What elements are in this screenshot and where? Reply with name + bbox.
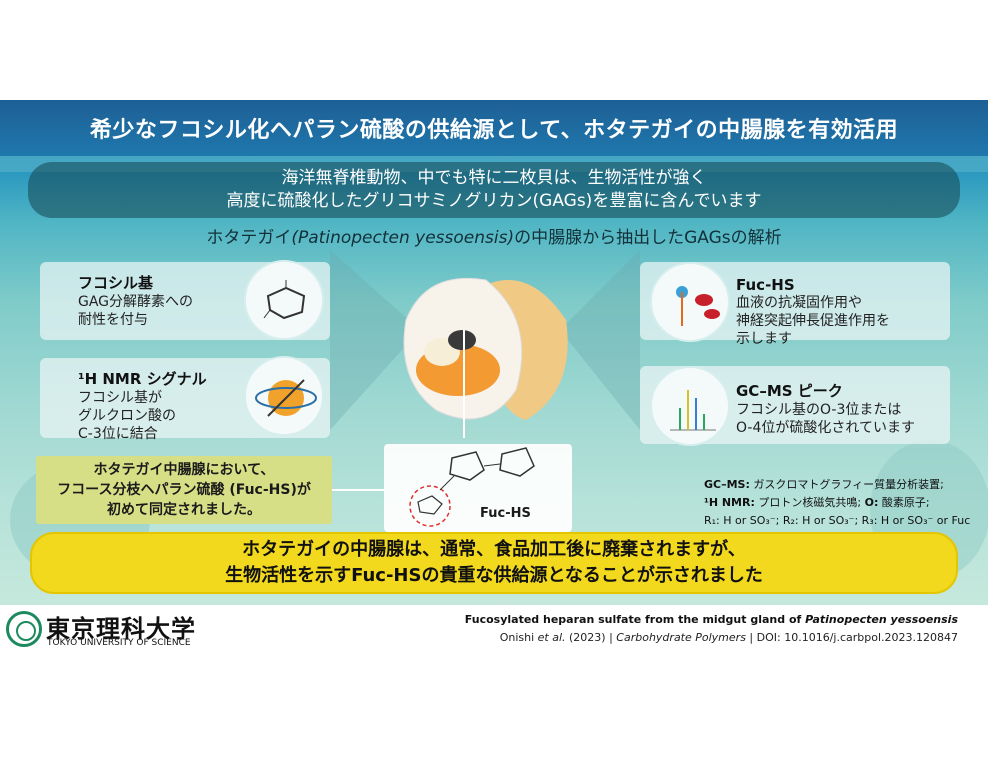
university-name-jp: 東京理科大学 [46, 615, 196, 643]
citation-title: Fucosylated heparan sulfate from the mid… [465, 613, 958, 626]
note-line-1: ホタテガイ中腸腺において、 [93, 462, 275, 478]
intro-box: 海洋無脊椎動物、中でも特に二枚貝は、生物活性が強く 高度に硫酸化したグリコサミノ… [28, 162, 960, 218]
card-gcms-line-1: フコシル基のO-3位または [736, 402, 902, 418]
analysis-species: (Patinopecten yessoensis) [291, 228, 515, 248]
identification-note: ホタテガイ中腸腺において、 フコース分枝ヘパラン硫酸 (Fuc-HS)が 初めて… [36, 456, 332, 524]
card-gcms-line-2: O-4位が硫酸化されています [736, 420, 915, 436]
legend-gcms: GC–MS: ガスクロマトグラフィー質量分析装置; [704, 476, 974, 494]
card-nmr-line-3: C-3位に結合 [78, 426, 158, 442]
gcms-peaks-icon [650, 366, 730, 446]
structure-drawing [409, 447, 535, 527]
legend-gcms-val: ガスクロマトグラフィー質量分析装置; [753, 478, 944, 491]
legend-nmr: ¹H NMR: プロトン核磁気共鳴; O: 酸素原子; [704, 494, 974, 512]
legend-o-key: O: [864, 496, 879, 509]
card-fuchs-head: Fuc-HS [736, 276, 795, 294]
citation-title-prefix: Fucosylated heparan sulfate from the mid… [464, 613, 806, 626]
university-name-en: TOKYO UNIVERSITY OF SCIENCE [47, 638, 191, 648]
card-gcms-head: GC–MS ピーク [736, 382, 843, 400]
legend-nmr-key: ¹H NMR: [704, 496, 755, 509]
abbreviation-legend: GC–MS: ガスクロマトグラフィー質量分析装置; ¹H NMR: プロトン核磁… [704, 476, 974, 548]
card-fucosyl-head: フコシル基 [78, 274, 154, 292]
citation-title-species: Patinopecten yessoensis [805, 613, 958, 626]
title-bar: 希少なフコシル化ヘパラン硫酸の供給源として、ホタテガイの中腸腺を有効活用 [0, 100, 988, 156]
banner-line-1: ホタテガイの中腸腺は、通常、食品加工後に廃棄されますが、 [242, 539, 746, 560]
note-line-2: フコース分枝ヘパラン硫酸 (Fuc-HS)が [57, 482, 311, 498]
analysis-heading: ホタテガイ(Patinopecten yessoensis)の中腸腺から抽出した… [28, 222, 960, 254]
analysis-suffix: の中腸腺から抽出したGAGsの解析 [514, 228, 782, 248]
fucose-ring-icon [244, 260, 324, 340]
citation-details: Onishi et al. (2023) | Carbohydrate Poly… [500, 631, 958, 644]
legend-gcms-key: GC–MS: [704, 478, 750, 491]
card-nmr-head: ¹H NMR シグナル [78, 370, 207, 388]
graphical-abstract: 希少なフコシル化ヘパラン硫酸の供給源として、ホタテガイの中腸腺を有効活用 海洋無… [0, 100, 988, 605]
scallop-icon [403, 277, 568, 438]
banner-line-2: 生物活性を示すFuc-HSの貴重な供給源となることが示されました [225, 565, 763, 586]
page-title: 希少なフコシル化ヘパラン硫酸の供給源として、ホタテガイの中腸腺を有効活用 [89, 118, 899, 143]
card-fucosyl-line-1: GAG分解酵素への [78, 294, 194, 310]
citation-etal: et al. [534, 631, 566, 644]
card-fuchs-line-2: 神経突起伸長促進作用を [736, 313, 890, 329]
card-nmr-line-2: グルクロン酸の [78, 408, 176, 424]
legend-o-val: 酸素原子; [881, 496, 930, 509]
analysis-prefix: ホタテガイ [206, 228, 292, 248]
citation-authors: Onishi [499, 631, 535, 644]
nmr-spin-icon [244, 356, 324, 436]
structure-label: Fuc-HS [480, 506, 531, 521]
citation-year: (2023) | [565, 631, 617, 644]
note-connector [332, 489, 384, 491]
footer: 東京理科大学 TOKYO UNIVERSITY OF SCIENCE Fucos… [0, 605, 988, 760]
conclusion-banner: ホタテガイの中腸腺は、通常、食品加工後に廃棄されますが、 生物活性を示すFuc-… [30, 532, 958, 594]
card-fucosyl-line-2: 耐性を付与 [78, 312, 148, 328]
intro-line-2: 高度に硫酸化したグリコサミノグリカン(GAGs)を豊富に含んでいます [226, 191, 762, 211]
citation-journal: Carbohydrate Polymers [616, 631, 746, 644]
card-fuchs-line-3: 示します [736, 331, 792, 347]
citation-doi: | DOI: 10.1016/j.carbpol.2023.120847 [745, 631, 958, 644]
note-line-3: 初めて同定されました。 [107, 502, 261, 518]
neuron-blood-icon [650, 262, 730, 342]
card-fuchs-line-1: 血液の抗凝固作用や [736, 295, 862, 311]
university-logo-icon [6, 611, 42, 647]
intro-line-1: 海洋無脊椎動物、中でも特に二枚貝は、生物活性が強く [281, 168, 707, 188]
legend-nmr-val: プロトン核磁気共鳴; [758, 496, 862, 509]
card-nmr-line-1: フコシル基が [78, 390, 162, 406]
top-margin [0, 0, 988, 100]
fuchs-structure: Fuc-HS [384, 444, 572, 532]
